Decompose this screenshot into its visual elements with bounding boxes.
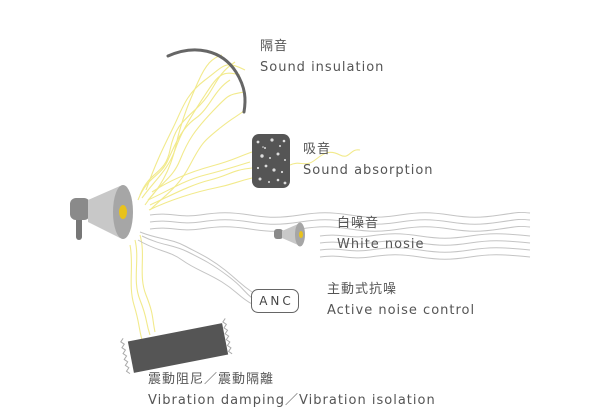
insulation-label-en: Sound insulation — [260, 60, 385, 75]
absorption-label: 吸音 Sound absorption — [303, 142, 434, 179]
white-noise-label-zh: 白噪音 — [337, 216, 380, 231]
anc-label: 主動式抗噪 Active noise control — [327, 282, 475, 319]
vibration-label-en: Vibration damping／Vibration isolation — [148, 393, 436, 408]
vibration-waves — [129, 234, 156, 341]
insulation-label: 隔音 Sound insulation — [260, 39, 384, 76]
anc-label-en: Active noise control — [327, 303, 476, 318]
vibration-label-zh: 震動阻尼／震動隔離 — [148, 372, 275, 387]
anc-badge: ANC — [251, 289, 299, 313]
anc-label-zh: 主動式抗噪 — [327, 282, 398, 297]
insulation-arc — [166, 48, 247, 114]
white-noise-speaker-icon — [274, 222, 305, 247]
insulation-waves — [137, 54, 246, 211]
anc-waves — [137, 231, 253, 305]
absorption-block — [252, 134, 290, 188]
vibration-label: 震動阻尼／震動隔離 Vibration damping／Vibration is… — [148, 372, 436, 409]
absorption-label-en: Sound absorption — [303, 163, 434, 178]
absorption-waves — [147, 149, 361, 211]
insulation-label-zh: 隔音 — [260, 39, 289, 54]
white-noise-label-en: White nosie — [337, 237, 425, 252]
vibration-damper — [120, 318, 233, 375]
white-noise-label: 白噪音 White nosie — [337, 216, 425, 253]
megaphone-icon — [70, 185, 133, 240]
white-noise-waves — [149, 211, 531, 260]
absorption-label-zh: 吸音 — [303, 142, 332, 157]
